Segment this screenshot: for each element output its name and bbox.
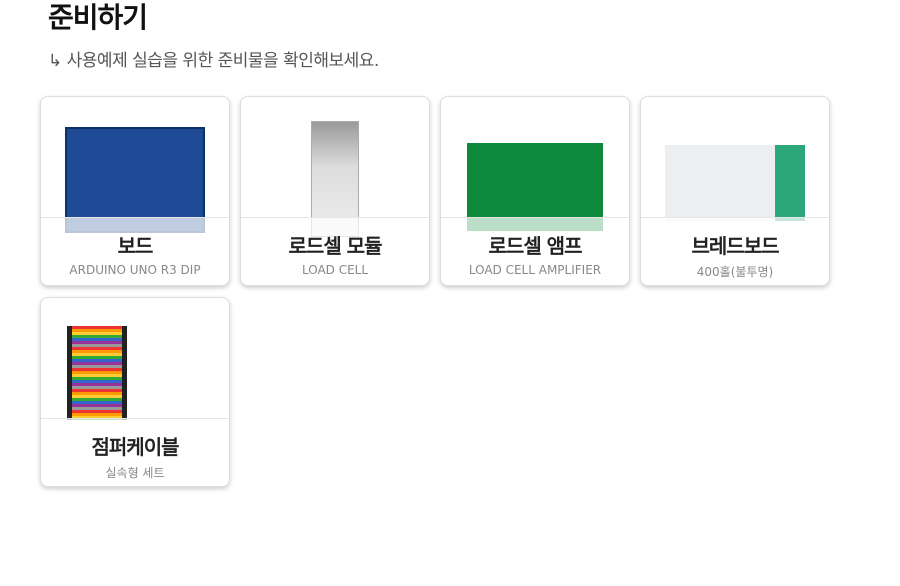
item-card-load-cell[interactable]: 로드셀 모듈 LOAD CELL xyxy=(240,96,430,286)
breadboard-image xyxy=(641,97,829,237)
load-cell-image xyxy=(241,97,429,237)
item-desc: LOAD CELL AMPLIFIER xyxy=(468,263,602,277)
item-name: 점퍼케이블 xyxy=(91,435,180,459)
item-name: 보드 xyxy=(117,234,154,258)
item-name: 로드셀 앰프 xyxy=(488,234,583,258)
item-desc: LOAD CELL xyxy=(301,263,369,277)
item-name: 로드셀 모듈 xyxy=(288,234,383,258)
amplifier-image xyxy=(441,97,629,237)
item-grid: 보드 ARDUINO UNO R3 DIP 로드셀 모듈 LOAD CELL 로드셀… xyxy=(40,96,830,487)
item-card-amplifier[interactable]: 로드셀 앰프 LOAD CELL AMPLIFIER xyxy=(440,96,630,286)
board-image xyxy=(41,97,229,237)
page-title: 준비하기 xyxy=(48,1,148,34)
item-desc: ARDUINO UNO R3 DIP xyxy=(69,263,201,277)
page-subtitle: ↳ 사용예제 실습을 위한 준비물을 확인해보세요. xyxy=(48,51,379,71)
item-desc: 400홀(불투명) xyxy=(696,265,774,279)
item-card-breadboard[interactable]: 브레드보드 400홀(불투명) xyxy=(640,96,830,286)
item-name: 브레드보드 xyxy=(691,234,780,258)
jumper-image xyxy=(41,298,229,438)
item-card-board[interactable]: 보드 ARDUINO UNO R3 DIP xyxy=(40,96,230,286)
item-desc: 실속형 세트 xyxy=(105,466,165,480)
